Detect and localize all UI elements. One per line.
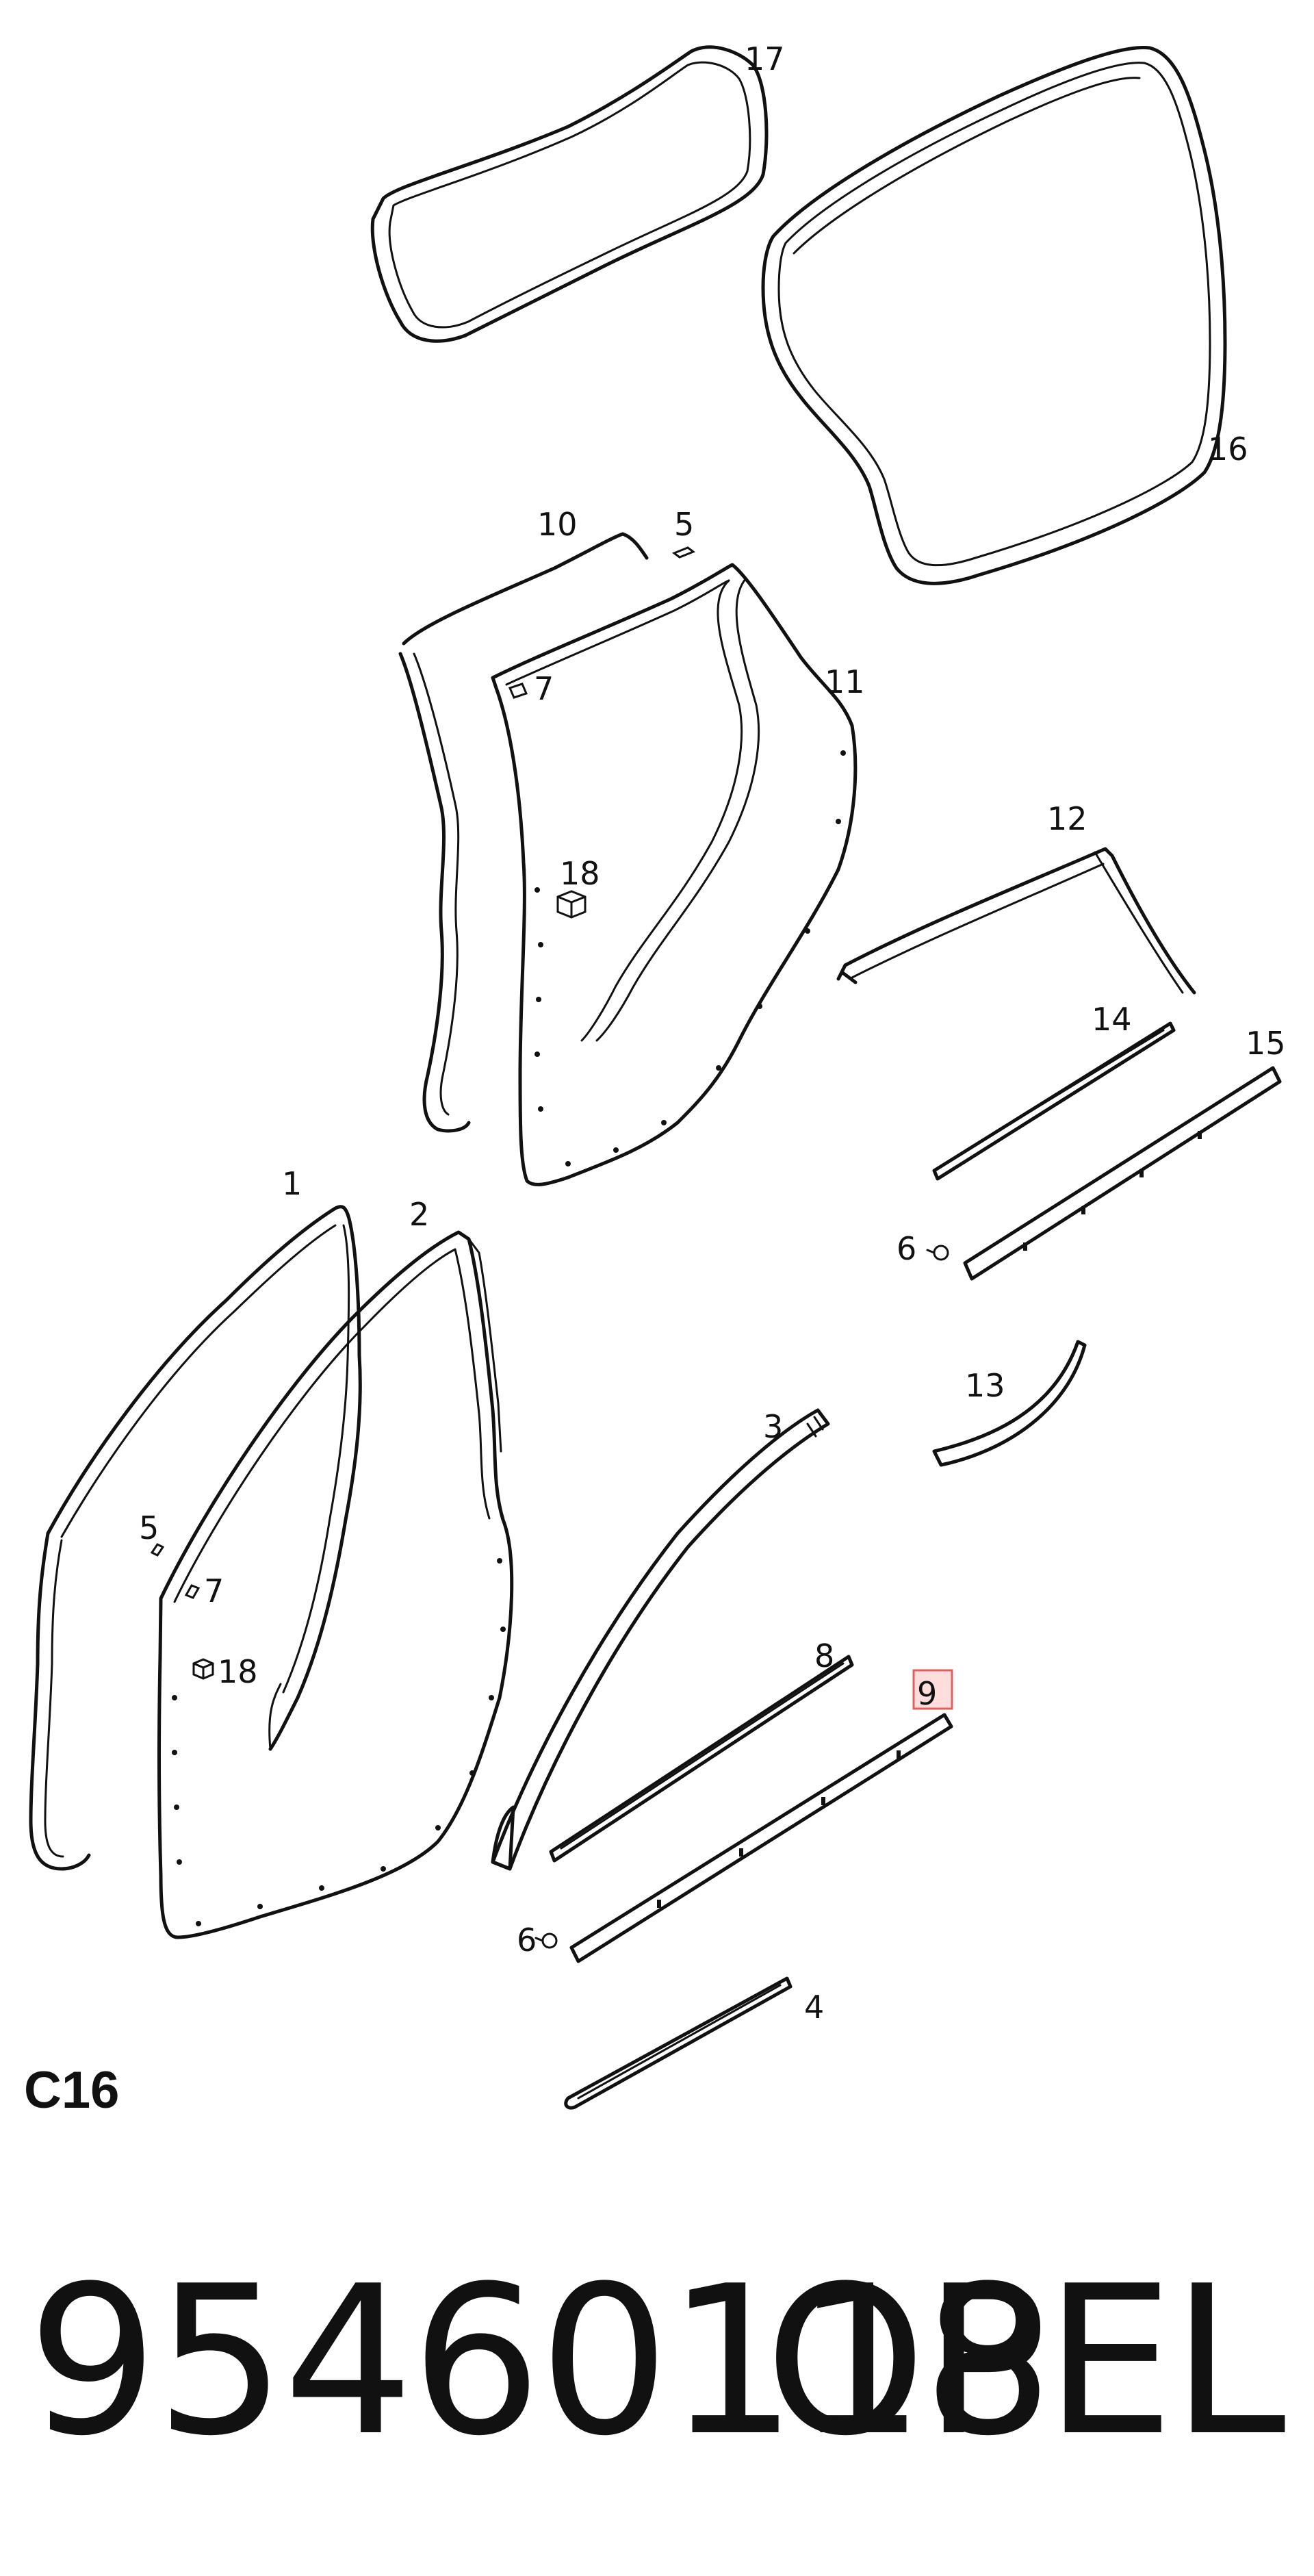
- callout-2: 2: [409, 1196, 429, 1233]
- callout-1: 1: [282, 1165, 302, 1202]
- section-code: C16: [24, 2061, 120, 2119]
- part-14-rear-inner-belt: [932, 1021, 1176, 1181]
- part-13-rear-trim: [932, 1340, 1087, 1467]
- part-5-clip-lower: [150, 1543, 165, 1557]
- callout-16: 16: [1208, 431, 1248, 468]
- part-11-rear-door-seal: [491, 563, 858, 1186]
- brand-name: OPEL: [764, 2242, 1286, 2481]
- part-7-clip-lower: [184, 1584, 201, 1599]
- callout-5-lower: 5: [139, 1509, 159, 1546]
- callout-7-upper: 7: [534, 670, 554, 707]
- callout-13: 13: [965, 1367, 1005, 1404]
- callout-14: 14: [1092, 1001, 1132, 1038]
- part-1-front-opening-seal: [29, 1205, 362, 1871]
- callout-18-lower: 18: [218, 1653, 258, 1690]
- callout-18-upper: 18: [560, 855, 600, 892]
- part-12-rear-door-channel: [836, 847, 1196, 995]
- part-number: 95460118: [27, 2242, 1053, 2481]
- callout-15: 15: [1246, 1025, 1286, 1062]
- parts-diagram: 17 16 10 5 7 11 18 12 14 15 6 13 1 2 5 7…: [29, 40, 1286, 2110]
- callout-6-lower: 6: [517, 1922, 537, 1959]
- part-17-rear-window-seal: [370, 45, 769, 343]
- part-9-front-outer-belt: [569, 1713, 953, 1963]
- callout-5-upper: 5: [674, 506, 694, 543]
- part-7-clip-upper: [508, 683, 528, 699]
- part-16-tailgate-seal: [761, 45, 1227, 585]
- part-10-rear-door-frame-seal: [398, 532, 649, 1133]
- callout-3: 3: [763, 1408, 783, 1445]
- part-8-front-inner-belt: [549, 1655, 854, 1863]
- callout-10: 10: [537, 506, 578, 543]
- callout-8: 8: [814, 1637, 834, 1674]
- part-9-highlight-box[interactable]: [912, 1669, 953, 1710]
- callout-9: 9: [917, 1675, 937, 1712]
- callout-4: 4: [804, 1989, 824, 2026]
- part-6-screw-lower: [534, 1933, 558, 1949]
- part-3-front-channel: [491, 1408, 830, 1871]
- part-4-sill-strip: [564, 1976, 793, 2110]
- part-15-rear-outer-belt: [963, 1066, 1282, 1281]
- callout-12: 12: [1047, 800, 1087, 837]
- part-18-cube-upper: [556, 890, 587, 919]
- part-5-clip-upper: [671, 546, 696, 559]
- part-18-cube-lower: [192, 1658, 214, 1680]
- part-2-front-door-seal: [157, 1230, 514, 1939]
- callout-6-upper: 6: [897, 1230, 916, 1267]
- callout-11: 11: [825, 663, 865, 700]
- callout-7-lower: 7: [204, 1572, 224, 1609]
- callout-17: 17: [745, 40, 785, 77]
- part-6-screw-upper: [926, 1245, 949, 1261]
